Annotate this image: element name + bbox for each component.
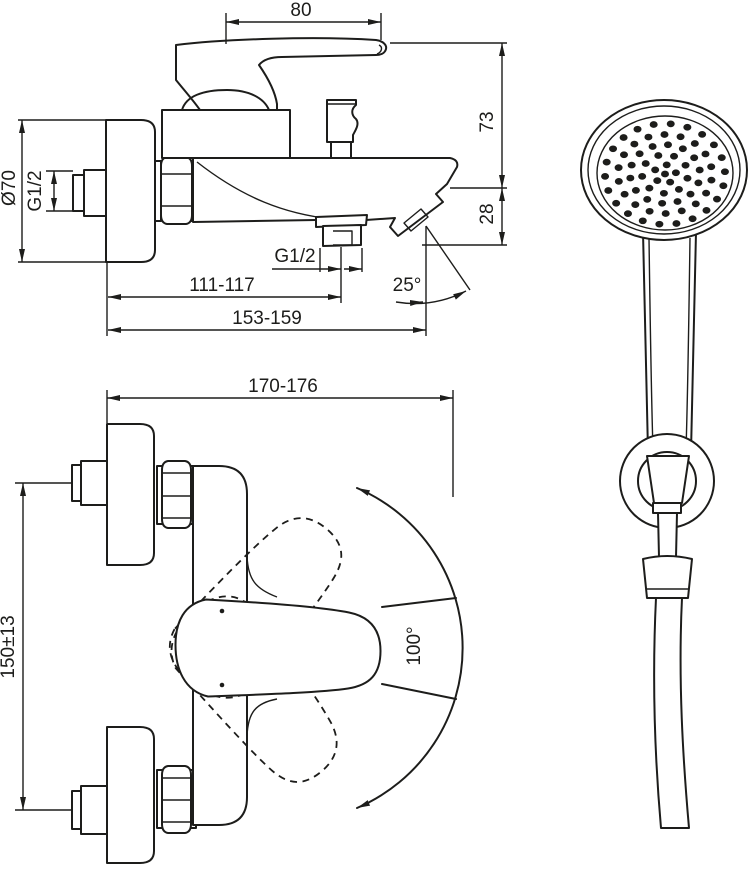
dim-label-connection-centres: 150±13	[0, 615, 19, 678]
hose-cone-connector	[642, 555, 693, 599]
dim-label-wall-thread: G1/2	[25, 170, 46, 211]
spray-nozzle-dots	[601, 120, 729, 228]
dim-label-wall-to-tip: 153-159	[232, 308, 302, 329]
wall-thread-side	[83, 169, 107, 217]
dim-label-overall-width: 170-176	[248, 376, 318, 397]
wall-flange-front-top	[106, 423, 155, 566]
shower-hose	[653, 597, 690, 829]
diverter-knob	[326, 99, 359, 143]
lever-handle-front	[174, 598, 382, 698]
wall-flange-front-bottom	[106, 726, 155, 864]
dim-label-handle-width: 80	[290, 0, 311, 21]
hand-shower	[580, 99, 748, 829]
front-view: 170-176 150±13 100°	[0, 376, 464, 864]
dim-label-flange-diameter: Ø70	[0, 170, 20, 206]
lever-swing-arc	[356, 487, 464, 809]
lever-handle-side	[175, 37, 388, 111]
side-view: 80 73 28 Ø70 G1/2 111-117	[0, 0, 507, 336]
hex-nut-front-top	[161, 460, 192, 529]
dim-label-swing-angle: 100°	[404, 626, 425, 665]
wall-flange-side	[105, 119, 156, 263]
hex-nut-side	[160, 156, 193, 225]
spout-side	[192, 157, 459, 237]
dim-label-spout-angle: 25°	[393, 275, 422, 296]
hose-connector	[315, 214, 368, 228]
side-view-dimensions: 80 73 28 Ø70 G1/2 111-117	[0, 0, 507, 336]
valve-housing-side	[161, 109, 291, 159]
hose-nut	[652, 502, 682, 514]
aerator-outlet	[403, 208, 429, 232]
front-view-dimensions: 170-176 150±13 100°	[0, 376, 454, 811]
dim-label-height-73: 73	[477, 111, 498, 132]
cartridge-collar-side	[181, 89, 270, 111]
dim-label-wall-to-hose: 111-117	[189, 275, 255, 296]
dim-label-height-28: 28	[477, 203, 498, 224]
dim-label-hose-thread: G1/2	[274, 246, 315, 267]
handle-inlet-cone	[646, 455, 690, 504]
